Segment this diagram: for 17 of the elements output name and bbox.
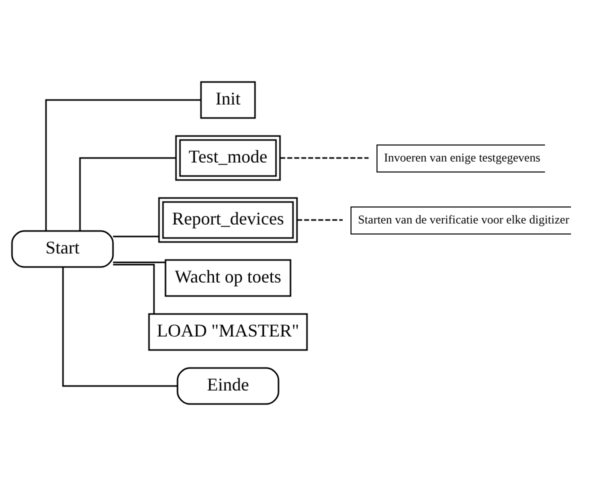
node-text: Starten van de verificatie voor elke digitizer <box>358 212 570 226</box>
connector <box>45 98 201 230</box>
node-box: LOAD "MASTER" <box>148 312 308 350</box>
connector <box>280 156 369 158</box>
connector <box>297 218 343 220</box>
connector <box>113 235 159 237</box>
connector <box>113 263 155 314</box>
node-box: Einde <box>176 366 280 404</box>
node-box: Report_devices <box>158 196 298 242</box>
node-text: Invoeren van enige testgegevens <box>384 150 540 164</box>
connector <box>79 156 176 230</box>
node-box: Test_mode <box>175 134 281 180</box>
node-box: Start <box>11 230 114 268</box>
connector <box>62 266 178 386</box>
node-box: Init <box>200 80 256 118</box>
node-box: Wacht op toets <box>164 258 292 296</box>
connector <box>113 261 166 263</box>
